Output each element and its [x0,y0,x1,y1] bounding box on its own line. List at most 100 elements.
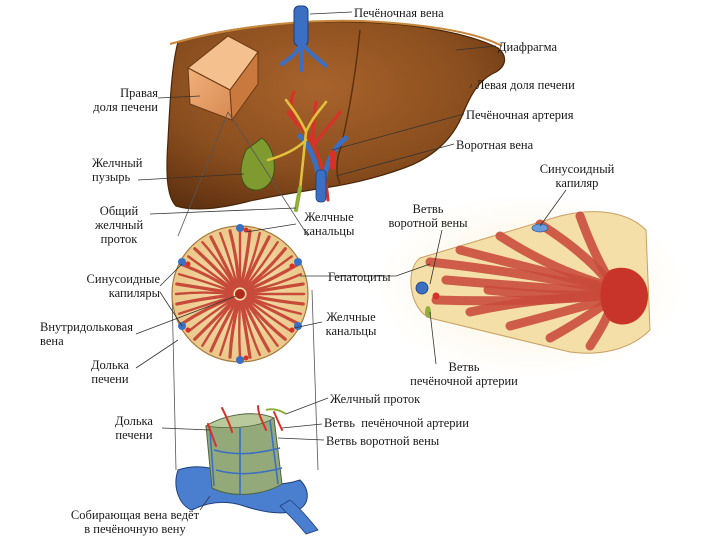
hepatocyte-cord [244,298,287,341]
hepatocyte-cord [239,300,252,359]
label-right-lobe: Правая доля печени [84,86,158,114]
hepatocyte-cord [246,293,305,306]
hepatic-vein-branches [280,38,328,72]
label-bile-canaliculi-2-line1: Желчные [326,310,376,324]
portal-vein-trunk [315,169,327,203]
label-hepatic-artery: Печёночная артерия [466,108,574,122]
hepatocyte-cord [243,241,279,289]
hepatocyte-cord [245,255,293,291]
hepatocyte-plate [495,231,617,292]
liver-cut-side [229,50,259,122]
hepatic-artery-trunk [330,150,336,170]
label-common-bile-duct-line1: Общий [99,204,139,218]
label-sinusoid-capillary-line2: капиляр [555,176,599,190]
hepatocyte-cord [175,282,234,295]
label-sinusoid-capillary: Синусоидный капиляр [534,162,620,190]
label-bile-canaliculi-1: Желчные канальцы [296,210,362,238]
central-vein-cut [600,267,648,325]
label-lobule-2-line2: печени [115,428,153,442]
label-bile-duct: Желчный проток [330,392,421,406]
hepatocyte-cord [245,297,293,333]
label-sinusoid-capillaries-line2: капиляры [108,286,160,300]
hepatocyte-cord [193,298,236,341]
collecting-vein-end [279,499,319,535]
label-central-vein-line1: Внутридольковая [40,320,133,334]
hepatocyte-cord [193,247,236,290]
hepatocyte-cord [244,247,287,290]
label-sinusoid-capillary-line1: Синусоидный [539,162,615,176]
hepatocyte-cord [228,300,241,359]
portal-vein-branch-dot [415,281,429,295]
label-common-bile-duct-line3: проток [100,232,138,246]
hepatocyte-cord [187,297,235,333]
gallbladder-shape [240,137,275,191]
hepatocyte-cord [242,299,271,353]
liver [166,5,506,212]
label-hepatic-vein: Печёночная вена [354,6,444,20]
hepatocyte-plates [425,211,617,351]
label-portal-vein-branch-2: Ветвь воротной вены [326,434,440,448]
label-sinusoid-capillaries-line1: Синусоидные [86,272,160,286]
label-collecting-vein-line2: в печёночную вену [84,522,186,536]
hepatocyte-cord [245,296,299,325]
label-gallbladder-line1: Желчный [92,156,143,170]
label-gallbladder-line2: пузырь [92,170,131,184]
central-vein-dot [235,289,245,299]
label-diaphragm: Диафрагма [498,40,557,54]
label-hepatic-artery-branch-1-line1: Ветвь [448,360,480,374]
hepatic-artery-vessels [286,90,342,202]
common-bile-duct-vessel [294,186,302,212]
label-left-lobe: Левая доля печени [476,78,575,92]
hepatocyte-plate [483,285,617,300]
diaphragm-edge [169,19,503,47]
lobule-cross-section [171,224,309,364]
hepatocyte-cord [238,300,242,360]
hepatocyte-cord [246,282,305,295]
label-bile-canaliculi-1-line2: канальцы [303,224,355,238]
label-gallbladder: Желчный пузырь [92,156,142,184]
hepatocyte-cord [243,299,279,347]
artery-branch-dot [432,292,440,300]
label-lobule-1-line1: Долька [91,358,129,372]
label-common-bile-duct-line2: желчный [94,218,144,232]
label-portal-vein-branch-1-line2: воротной вены [388,216,468,230]
hepatocyte-cord [228,229,241,288]
label-lobule-1: Долька печени [82,358,138,386]
hepatocyte-cord [177,295,234,315]
hepatocyte-cord [209,299,238,353]
hepatocyte-cord [175,293,234,306]
label-central-vein: Внутридольковая вена [40,320,133,348]
lobule-3d [175,405,319,535]
label-common-bile-duct: Общий желчный проток [88,204,150,246]
label-bile-canaliculi-1-line1: Желчные [304,210,354,224]
label-lobule-1-line2: печени [91,372,129,386]
top-portal-vein [531,223,549,233]
hepatocyte-cord [239,229,252,288]
bile-duct-vessels [266,98,328,192]
label-bile-canaliculi-2: Желчные канальцы [318,310,384,338]
label-right-lobe-line2: доля печени [93,100,158,114]
label-portal-vein-branch-1-line1: Ветвь [412,202,444,216]
lobule-3d-bile [265,408,287,415]
label-hepatic-artery-branch-1: Ветвь печёночной артерии [404,360,524,388]
label-right-lobe-line1: Правая [120,86,158,100]
hepatocyte-cord [181,296,235,325]
label-collecting-vein: Собирающая вена ведёт в печёночную вену [50,508,220,536]
hepatocyte-cord [177,273,234,293]
hepatocyte-cord [209,235,238,289]
label-portal-vein-branch-1: Ветвь воротной вены [380,202,476,230]
bile-duct-dot [425,306,431,318]
label-portal-vein: Воротная вена [456,138,534,152]
label-lobule-2-line1: Долька [115,414,153,428]
hepatocyte-cord [181,263,235,292]
label-central-vein-line2: вена [40,334,64,348]
hepatocyte-cord [219,231,239,288]
hepatocyte-cord [187,255,235,291]
leader-lines [135,11,567,511]
hepatocyte-cord [242,235,271,289]
portal-triads [178,224,302,364]
label-bile-canaliculi-2-line2: канальцы [325,324,377,338]
label-sinusoid-capillaries: Синусоидные капиляры [60,272,160,300]
